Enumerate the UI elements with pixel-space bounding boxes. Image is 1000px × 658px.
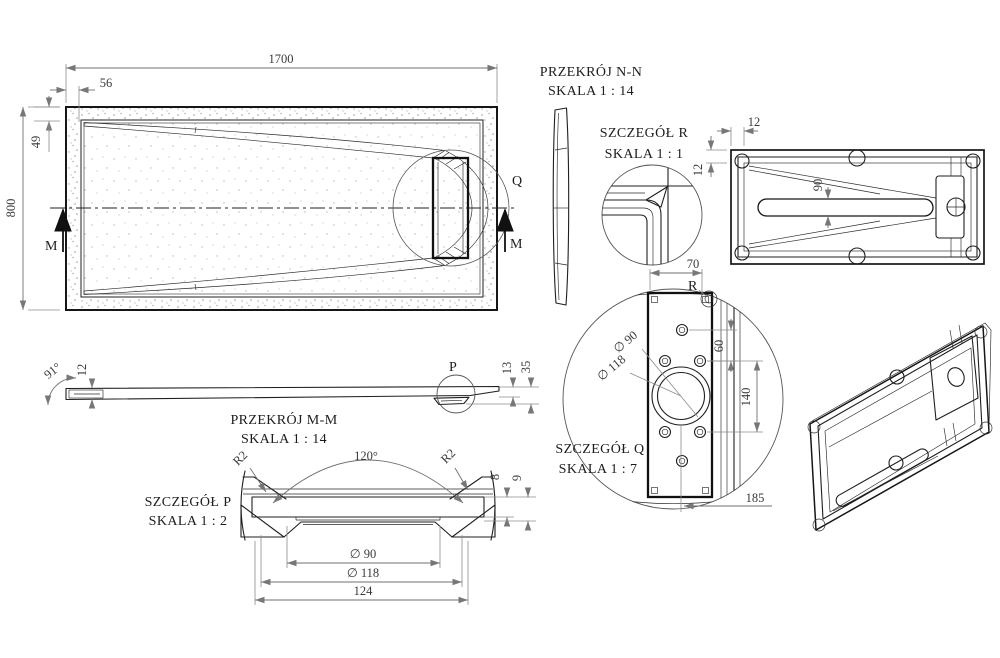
svg-text:12: 12 [691,164,705,177]
svg-text:120°: 120° [354,449,378,463]
label-p: P [449,360,457,375]
section-mm-scale: SKALA 1 : 14 [241,432,327,447]
dim-49: 49 [29,96,60,152]
label-q: Q [512,174,522,189]
label-m-right: M [510,237,523,252]
dim-12-mm: 12 [75,364,96,409]
detail-p-scale: SKALA 1 : 2 [149,514,228,529]
svg-text:∅ 90: ∅ 90 [350,547,377,561]
svg-text:124: 124 [354,584,374,598]
drain-bump [433,396,470,406]
svg-text:13: 13 [500,362,514,375]
label-r-leader: R [688,279,707,297]
svg-text:91°: 91° [41,360,63,382]
screw-holes [658,323,707,468]
svg-text:90: 90 [811,179,825,192]
label-r: R [688,279,698,294]
dim-9: 9 [484,475,536,531]
dim-35: 35 [519,361,535,414]
label-m-left: M [45,239,58,254]
dim-1700: 1700 [65,52,498,103]
section-nn-title: PRZEKRÓJ N-N [540,63,642,80]
dim-13: 13 [466,362,539,407]
detail-p-circle [436,374,476,414]
svg-text:800: 800 [4,199,18,218]
dim-140: 140 [707,360,763,433]
section-mm-title: PRZEKRÓJ M-M [230,411,337,428]
svg-text:49: 49 [29,136,43,149]
detail-r-title: SZCZEGÓŁ R [600,124,689,141]
dim-124: 124 [254,541,469,605]
drain-plate [646,291,714,499]
svg-text:70: 70 [687,257,700,271]
dim-800: 800 [4,106,60,311]
detail-q-scale: SKALA 1 : 7 [559,462,638,477]
svg-text:8: 8 [488,474,502,480]
floor-slab [251,496,485,518]
section-nn-scale: SKALA 1 : 14 [548,84,634,99]
svg-text:R2: R2 [438,446,458,466]
dim-12-top: 12 [717,115,760,146]
dim-8: 8 [484,474,536,527]
iso-slot [835,448,929,507]
plan-view: M M Q 1700 56 49 800 [4,52,523,311]
dim-d118-p: ∅ 118 [260,535,463,587]
bottom-view: 12 12 90 [691,115,985,265]
svg-text:R2: R2 [230,448,250,468]
rim-spike [645,186,668,208]
svg-text:56: 56 [100,76,113,90]
section-mm-profile [65,385,500,401]
dim-120deg: 120° [272,449,464,504]
detail-r-scale: SKALA 1 : 1 [605,147,684,162]
isometric-view [807,322,993,532]
svg-text:35: 35 [519,361,533,374]
floor-wedge-top [83,122,446,159]
dim-r2-left: R2 [230,448,267,493]
dim-12-left: 12 [691,136,727,177]
svg-text:185: 185 [746,491,765,505]
svg-text:60: 60 [712,340,726,353]
detail-q-boundary [562,288,784,510]
detail-q-circle [392,149,510,267]
dim-185: 185 [680,425,772,512]
detail-q: ∅ 90 ∅ 118 70 R 60 140 [555,257,784,512]
svg-text:140: 140 [739,388,753,407]
dim-r2-right: R2 [438,446,469,491]
section-nn: PRZEKRÓJ N-N SKALA 1 : 14 [540,63,642,306]
dim-70: 70 [649,257,703,294]
floor-wedge-bottom [83,257,446,295]
detail-q-title: SZCZEGÓŁ Q [555,440,644,457]
svg-text:∅ 118: ∅ 118 [347,566,379,580]
dim-d90-p: ∅ 90 [286,526,441,568]
iso-notch-top [889,369,905,385]
detail-p-title: SZCZEGÓŁ P [145,493,232,510]
svg-text:12: 12 [748,115,761,129]
iso-drain-hole [947,367,965,387]
iso-outline [809,325,990,531]
bottom-slot [757,198,934,217]
iso-notch-bottom [888,455,904,471]
svg-text:9: 9 [510,475,524,481]
svg-text:12: 12 [75,364,89,377]
iso-drain-plate [929,335,979,421]
dim-56: 56 [50,76,112,122]
detail-p: SZCZEGÓŁ P SKALA 1 : 2 120° R2 [145,446,536,605]
detail-r: SZCZEGÓŁ R SKALA 1 : 1 [600,124,703,266]
dim-90: 90 [811,179,832,228]
section-nn-profile [552,107,570,306]
drain-hole-inner [656,371,706,421]
section-mm: P 91° 12 13 35 PRZEKRÓJ M-M SKALA 1 : 14 [41,360,539,447]
svg-text:1700: 1700 [269,52,294,66]
corner-hole [700,290,718,308]
